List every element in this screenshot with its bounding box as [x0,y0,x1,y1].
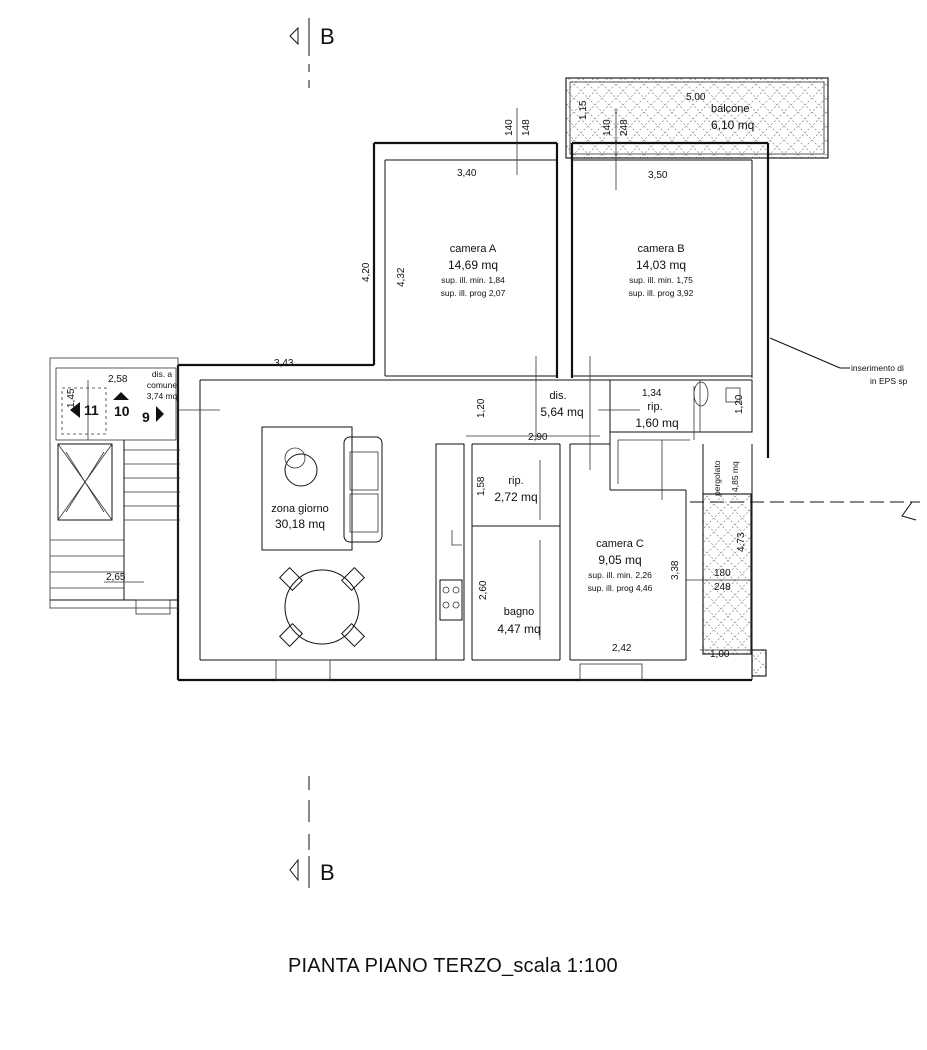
balcone: 5,00 balcone 6,10 mq 1,15 [565,77,829,159]
dim-343: 3,43 [274,358,294,369]
pergolato-area: 4,85 mq [730,461,740,492]
zona-giorno-name: zona giorno [271,503,329,515]
label-rip1: rip. 1,60 mq [635,401,678,430]
dim-145: 1,45 [66,388,77,408]
dis-name: dis. [549,390,566,402]
bagno-name: bagno [504,606,535,618]
walls [49,141,770,682]
dim-338: 3,38 [670,560,681,580]
camera-b-area: 14,03 mq [636,258,686,272]
rip1-area: 1,60 mq [635,416,678,430]
rip2-area: 2,72 mq [494,490,537,504]
section-letter-top: B [320,24,335,49]
dis-comune-area: 3,74 mq [147,391,178,401]
dim-473: 4,73 [736,532,747,552]
rip2-name: rip. [508,475,523,487]
sofa [343,436,383,543]
camera-c-note1: sup. ill. min. 2,26 [588,570,652,580]
dim-258: 2,58 [108,374,128,385]
label-camera-c: camera C 9,05 mq sup. ill. min. 2,26 sup… [588,538,653,593]
label-pergolato: pergolato 4,85 mq [712,460,740,496]
camera-c-name: camera C [596,538,644,550]
dim-140b: 140 [602,119,613,136]
arrow-right-icon [156,406,164,422]
dim-140a: 140 [504,119,515,136]
dim-100: 1,00 [710,649,730,660]
dim-290: 2,90 [528,432,548,443]
dim-148: 148 [521,119,532,136]
label-zona-giorno: zona giorno 30,18 mq [271,503,329,531]
dim-340: 3,40 [457,168,477,179]
camera-b-note2: sup. ill. prog 3,92 [629,288,694,298]
label-bagno: bagno 4,47 mq [497,606,540,636]
dim-248a: 248 [619,119,630,136]
annotation-line2: in EPS sp [870,376,908,386]
section-mark-top: B [289,18,335,88]
zona-giorno-area: 30,18 mq [275,517,325,531]
dining-table [284,569,360,645]
page-title: PIANTA PIANO TERZO_scala 1:100 [288,955,618,977]
dis-area: 5,64 mq [540,405,583,419]
pergolato-hatch [702,493,752,655]
dim-120a: 1,20 [476,398,487,418]
camera-c-note2: sup. ill. prog 4,46 [588,583,653,593]
dim-242: 2,42 [612,643,632,654]
stair-number-10: 10 [114,403,130,419]
dis-comune-name1: dis. a [152,369,173,379]
dim-balcone-width: 5,00 [686,92,706,103]
balcone-name: balcone [711,103,750,115]
dis-comune-name2: comune [147,380,178,390]
furniture [261,426,383,648]
dim-115: 1,15 [578,100,589,120]
label-camera-b: camera B 14,03 mq sup. ill. min. 1,75 su… [629,243,694,298]
dim-248b: 248 [714,582,731,593]
section-letter-bottom: B [320,860,335,885]
camera-c-area: 9,05 mq [598,553,641,567]
coffee-table [284,453,318,487]
camera-b-note1: sup. ill. min. 1,75 [629,275,693,285]
camera-a-note2: sup. ill. prog 2,07 [441,288,506,298]
stair-numbers: 11 10 9 [70,392,164,425]
dim-420: 4,20 [361,262,372,282]
dim-120b: 1,20 [734,394,745,414]
dim-158: 1,58 [476,476,487,496]
stair-number-11: 11 [84,402,99,418]
camera-a-area: 14,69 mq [448,258,498,272]
camera-b-name: camera B [637,243,684,255]
dim-180: 180 [714,568,731,579]
pergolato-name: pergolato [712,460,722,496]
label-dis: dis. 5,64 mq [540,390,583,419]
arrow-up-icon [113,392,129,400]
camera-a-note1: sup. ill. min. 1,84 [441,275,505,285]
dim-260: 2,60 [478,580,489,600]
stair-number-9: 9 [142,409,150,425]
dim-134: 1,34 [642,388,662,399]
label-camera-a: camera A 14,69 mq sup. ill. min. 1,84 su… [441,243,506,298]
section-mark-bottom: B [289,776,335,888]
dim-265: 2,65 [106,572,126,583]
balcone-area: 6,10 mq [711,118,754,132]
eps-annotation: inserimento di in EPS sp [851,363,908,386]
dim-350: 3,50 [648,170,668,181]
arrow-left-icon [70,402,80,418]
annotation-line1: inserimento di [851,363,904,373]
label-dis-comune: dis. a comune 3,74 mq [147,369,178,401]
dimension-texts: 3,40 3,50 4,20 4,32 3,43 2,58 1,45 1,20 … [66,119,747,660]
rip1-name: rip. [647,401,662,413]
label-rip2: rip. 2,72 mq [494,475,537,504]
camera-a-name: camera A [450,243,497,255]
bagno-area: 4,47 mq [497,622,540,636]
rug [261,426,353,551]
dim-432: 4,32 [396,267,407,287]
dimension-lines [87,108,920,651]
balcone-hatch [565,77,829,159]
